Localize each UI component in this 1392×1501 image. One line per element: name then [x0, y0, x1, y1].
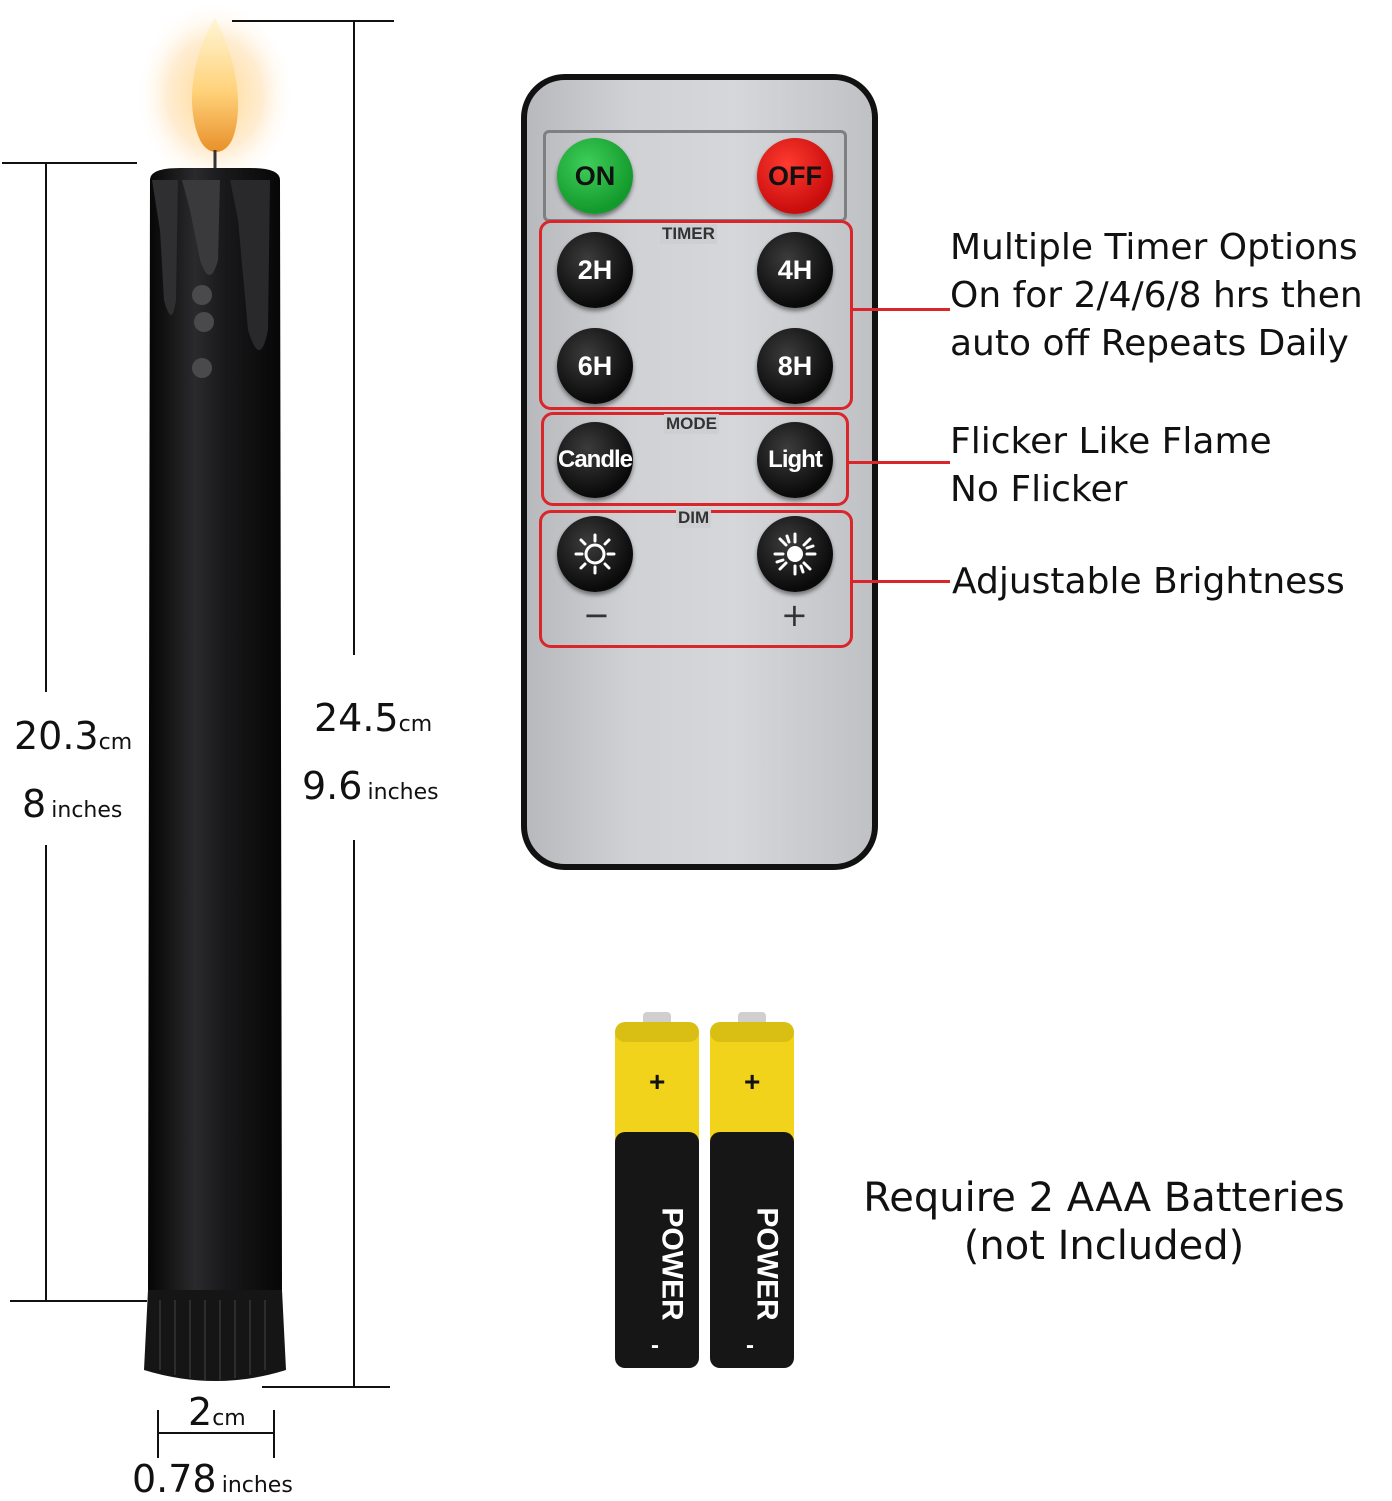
body-height-unit: cm [98, 730, 133, 755]
battery-right: + POWER - [708, 1012, 796, 1368]
aaa-battery-icon [615, 1012, 699, 1368]
diameter-value: 2 [188, 1390, 213, 1434]
dim-callout-line [853, 580, 950, 583]
total-height-top-tick [232, 20, 394, 22]
battery-right-brand: POWER [750, 1207, 784, 1321]
dim-callout-text: Adjustable Brightness [952, 558, 1345, 606]
mode-callout-line-1: Flicker Like Flame [950, 421, 1272, 462]
mode-label: MODE [664, 414, 719, 434]
dim-plus-label: + [781, 596, 808, 634]
timer-callout-line [853, 308, 950, 311]
candle-mode-button[interactable]: Candle [557, 422, 633, 498]
aaa-battery-icon [710, 1012, 794, 1368]
body-height-bottom-tick [10, 1300, 147, 1302]
battery-left-plus: + [649, 1066, 666, 1097]
timer-8h-button[interactable]: 8H [757, 328, 833, 404]
timer-group-highlight [539, 220, 853, 410]
battery-caption-line-2: (not Included) [963, 1223, 1245, 1269]
diameter-inches-value: 0.78 [132, 1457, 217, 1501]
diameter-right-tick [273, 1410, 275, 1458]
candle-illustration [120, 0, 320, 1400]
diameter-inches-unit: inches [221, 1473, 293, 1498]
battery-left-brand: POWER [655, 1207, 689, 1321]
battery-right-plus: + [744, 1066, 761, 1097]
dim-down-button[interactable] [557, 516, 633, 592]
diameter-cm: 2cm [188, 1390, 246, 1434]
total-height-cm: 24.5cm [314, 696, 432, 740]
diameter-left-tick [157, 1410, 159, 1458]
timer-callout-text: Multiple Timer Options On for 2/4/6/8 hr… [950, 224, 1363, 368]
body-height-line-upper [45, 162, 47, 692]
timer-4h-button[interactable]: 4H [757, 232, 833, 308]
mode-group-highlight [541, 412, 849, 506]
timer-callout-line-3: auto off Repeats Daily [950, 323, 1349, 364]
diameter-unit: cm [212, 1406, 246, 1431]
total-height-value: 24.5 [314, 696, 399, 740]
body-height-inches-value: 8 [22, 782, 47, 826]
total-height-unit: cm [398, 712, 433, 737]
body-height-cm: 20.3cm [14, 714, 132, 758]
sun-dim-icon [574, 533, 616, 575]
body-height-inches-unit: inches [51, 798, 123, 823]
battery-left: + POWER - [613, 1012, 701, 1368]
dim-minus-label: − [583, 596, 610, 634]
body-height-value: 20.3 [14, 714, 99, 758]
dim-up-button[interactable] [757, 516, 833, 592]
dim-label: DIM [676, 508, 712, 528]
off-button[interactable]: OFF [757, 138, 833, 214]
total-height-bottom-tick [262, 1386, 390, 1388]
body-height-inches: 8 inches [22, 782, 122, 826]
total-height-inches: 9.6 inches [302, 764, 439, 808]
diameter-inches: 0.78 inches [132, 1457, 293, 1501]
timer-callout-line-1: Multiple Timer Options [950, 227, 1358, 268]
light-mode-button[interactable]: Light [757, 422, 833, 498]
battery-caption-line-1: Require 2 AAA Batteries [863, 1175, 1345, 1221]
total-height-line-lower [353, 840, 355, 1386]
total-height-inches-value: 9.6 [302, 764, 363, 808]
timer-6h-button[interactable]: 6H [557, 328, 633, 404]
battery-left-minus: - [651, 1332, 659, 1359]
timer-callout-line-2: On for 2/4/6/8 hrs then [950, 275, 1363, 316]
diameter-line [157, 1432, 275, 1434]
body-height-top-tick [2, 162, 137, 164]
body-height-line-lower [45, 845, 47, 1300]
on-button[interactable]: ON [557, 138, 633, 214]
mode-callout-line-2: No Flicker [950, 469, 1128, 510]
mode-callout-line [849, 461, 950, 464]
total-height-inches-unit: inches [367, 780, 439, 805]
timer-label: TIMER [660, 224, 717, 244]
battery-right-minus: - [746, 1332, 754, 1359]
mode-callout-text: Flicker Like Flame No Flicker [950, 418, 1272, 514]
candle-graphic [135, 0, 295, 1381]
dim-callout-line-1: Adjustable Brightness [952, 561, 1345, 602]
total-height-line-upper [353, 20, 355, 655]
timer-2h-button[interactable]: 2H [557, 232, 633, 308]
battery-caption: Require 2 AAA Batteries (not Included) [846, 1174, 1362, 1270]
sun-bright-icon [773, 532, 817, 576]
